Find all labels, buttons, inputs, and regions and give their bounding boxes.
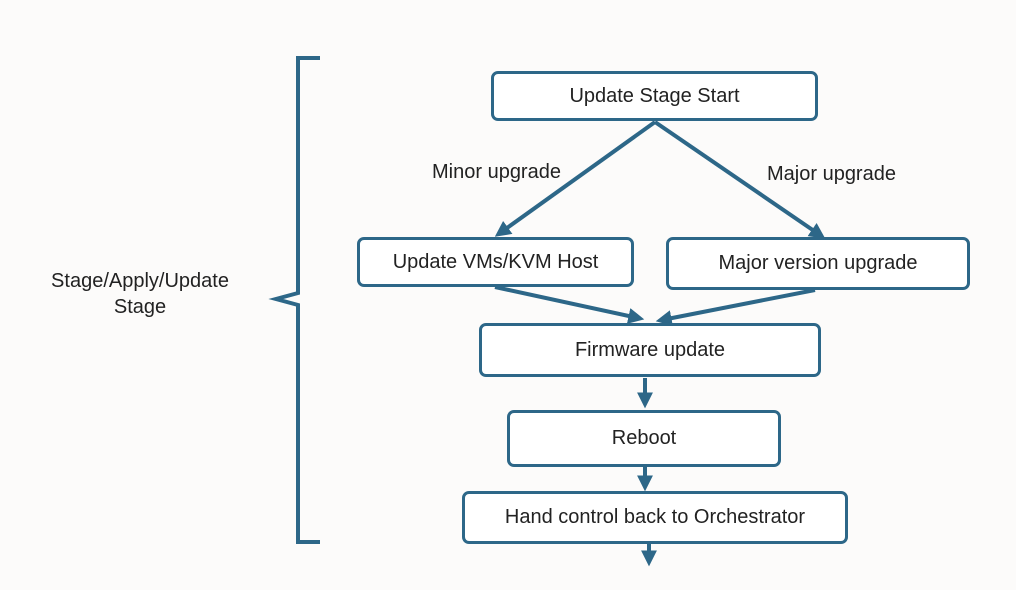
node-reboot-label: Reboot <box>611 427 677 449</box>
arrow-major-to-firmware <box>655 288 816 327</box>
arrow-vms-to-firmware <box>494 285 645 324</box>
node-update-vms-kvm-host: Update VMs/KVM Host <box>357 237 634 287</box>
edge-label-minor-upgrade: Minor upgrade <box>432 161 561 183</box>
node-firmware-update: Firmware update <box>479 323 821 377</box>
node-hand-control-back: Hand control back to Orchestrator <box>462 491 848 544</box>
node-update-vms-kvm-host-label: Update VMs/KVM Host <box>392 250 599 273</box>
node-major-version-upgrade: Major version upgrade <box>666 237 970 290</box>
stage-label: Stage/Apply/Update Stage <box>20 268 260 320</box>
arrow-minor-upgrade <box>494 120 657 237</box>
stage-label-line1: Stage/Apply/Update <box>51 270 229 292</box>
node-reboot: Reboot <box>507 410 781 467</box>
stage-brace <box>268 56 320 544</box>
node-update-stage-start-label: Update Stage Start <box>569 84 740 107</box>
node-firmware-update-label: Firmware update <box>574 338 726 361</box>
stage-label-line2: Stage <box>113 296 167 318</box>
node-major-version-upgrade-label: Major version upgrade <box>718 252 918 274</box>
node-hand-control-back-label: Hand control back to Orchestrator <box>504 506 806 528</box>
node-update-stage-start: Update Stage Start <box>491 71 818 121</box>
edge-label-major-upgrade: Major upgrade <box>767 163 896 185</box>
arrow-major-upgrade <box>653 120 826 239</box>
